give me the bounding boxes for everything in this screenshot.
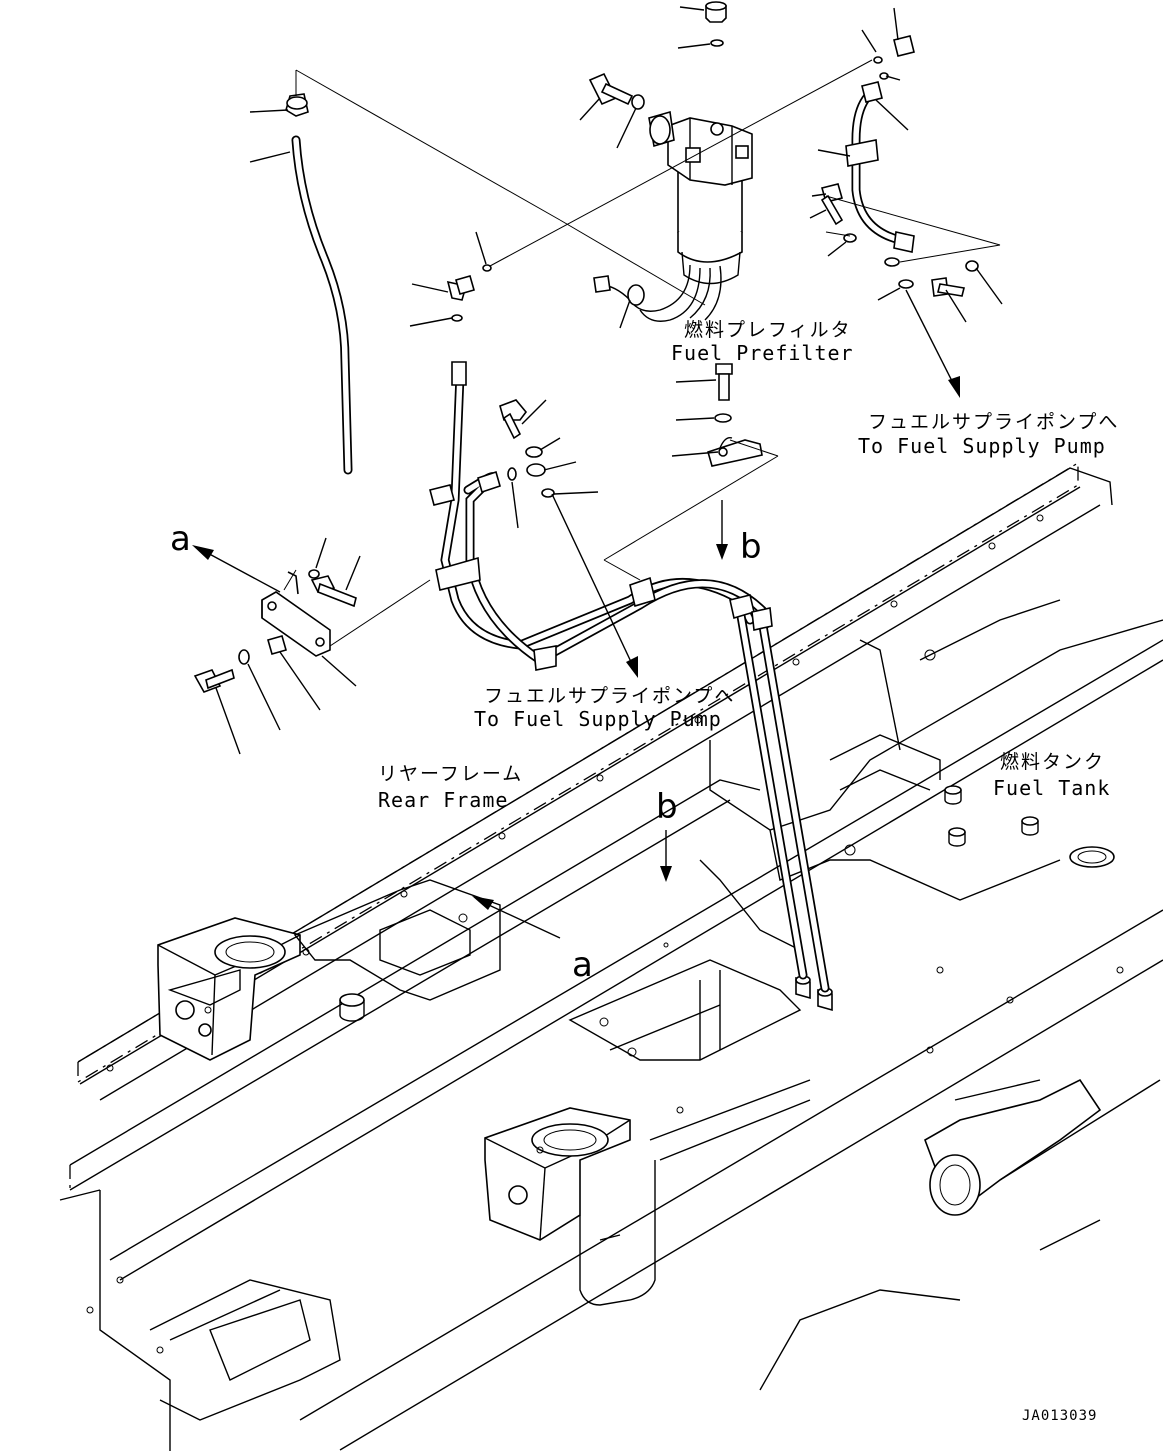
prefilter-label-jp: 燃料プレフィルタ (684, 319, 852, 341)
view-marker-b-top: b (740, 527, 762, 567)
view-marker-a-top: a (170, 519, 191, 559)
rear-frame-label-en: Rear Frame (378, 788, 508, 812)
supply-pump-center-label-en: To Fuel Supply Pump (474, 707, 722, 731)
view-marker-a-frame: a (572, 945, 593, 985)
left-bracket (193, 569, 357, 693)
supply-pump-center-label-jp: フュエルサプライポンプへ (484, 685, 735, 707)
frame-holes (86, 514, 1124, 1354)
fuel-prefilter-drawing (588, 1, 753, 322)
fuel-hoses (429, 361, 830, 993)
leader-lines (192, 6, 1003, 948)
callout-labels: 燃料プレフィルタ Fuel Prefilter フュエルサプライポンプへ To … (170, 319, 1119, 1424)
rear-frame-drawing (59, 461, 1163, 1451)
view-marker-b-frame: b (656, 787, 678, 827)
breather-tube (285, 93, 353, 475)
mid-fittings (446, 264, 763, 498)
rear-frame-label-jp: リヤーフレーム (378, 763, 523, 785)
fuel-tank-label-en: Fuel Tank (993, 776, 1110, 800)
drawing-code: JA013039 (1022, 1408, 1097, 1424)
supply-pump-right-label-jp: フュエルサプライポンプへ (868, 411, 1119, 433)
right-pipe (820, 35, 979, 297)
prefilter-label-en: Fuel Prefilter (671, 341, 854, 365)
supply-pump-right-label-en: To Fuel Supply Pump (858, 434, 1106, 458)
fuel-tank-label-jp: 燃料タンク (1000, 751, 1105, 773)
